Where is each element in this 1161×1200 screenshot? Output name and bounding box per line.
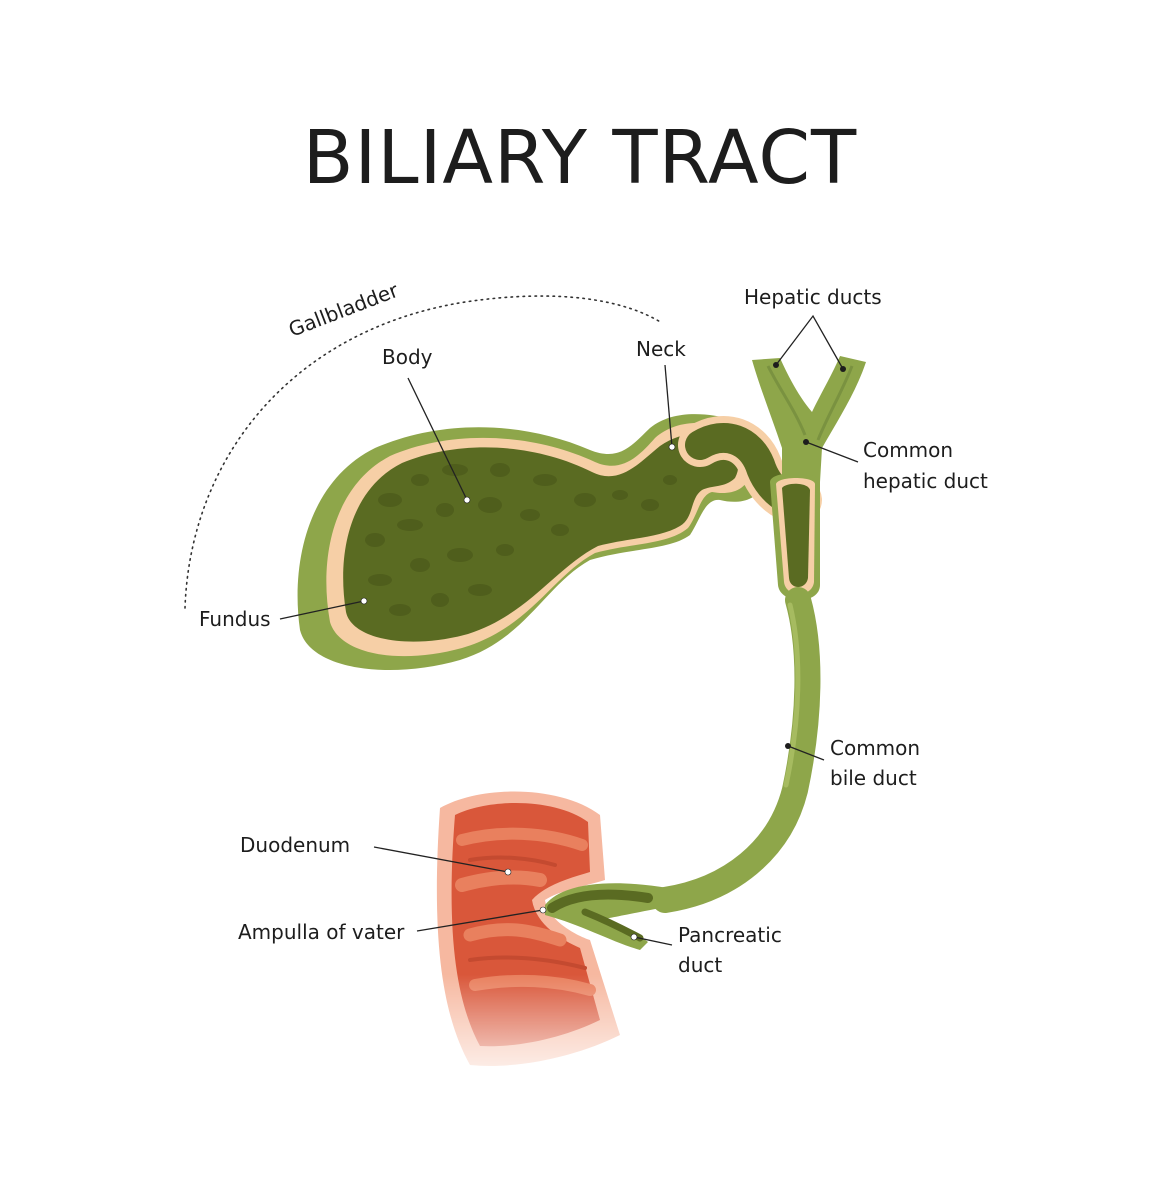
fundus-label: Fundus xyxy=(199,607,271,631)
pancreatic-duct-dot xyxy=(630,933,638,941)
duodenum xyxy=(436,791,620,1066)
pancreatic-duct-leader xyxy=(633,936,673,946)
left-hepatic-duct-dot xyxy=(773,362,779,368)
common-bile-duct-dot xyxy=(785,743,791,749)
leader-lines xyxy=(279,314,859,946)
common-hepatic-duct-label-line2: hepatic duct xyxy=(863,469,988,493)
neck-dot xyxy=(668,443,676,451)
common-hepatic-duct-label-line1: Common xyxy=(863,438,953,462)
neck-leader xyxy=(664,364,673,448)
gallbladder-bile xyxy=(343,433,739,642)
pancreatic-duct-label-line1: Pancreatic xyxy=(678,923,782,947)
body-dot xyxy=(463,496,471,504)
neck-label: Neck xyxy=(636,337,686,361)
duodenum-dot xyxy=(504,868,512,876)
body-label: Body xyxy=(382,345,433,369)
ampulla-label: Ampulla of vater xyxy=(238,920,405,944)
common-bile-duct-label-line1: Common xyxy=(830,736,920,760)
body-leader xyxy=(407,377,468,501)
pancreatic-duct-label-line2: duct xyxy=(678,953,722,977)
page-title: BILIARY TRACT xyxy=(303,115,858,201)
common-bile-duct-leader xyxy=(787,745,825,761)
gallbladder-label: Gallbladder xyxy=(285,278,402,342)
fundus-leader xyxy=(279,600,365,620)
common-hepatic-duct-leader xyxy=(805,441,859,463)
hepatic-ducts-leader xyxy=(775,314,844,370)
bile-texture xyxy=(365,463,677,616)
gallbladder xyxy=(297,414,767,670)
ampulla-dot xyxy=(539,906,547,914)
hepatic-ducts xyxy=(752,356,866,482)
common-bile-duct-label-line2: bile duct xyxy=(830,766,917,790)
hepatic-ducts-label: Hepatic ducts xyxy=(744,285,882,309)
gallbladder-arc xyxy=(184,295,663,609)
duodenum-label: Duodenum xyxy=(240,833,350,857)
common-hepatic-duct-dot xyxy=(803,439,809,445)
right-hepatic-duct-dot xyxy=(840,366,846,372)
common-bile-duct xyxy=(652,587,821,913)
ampulla-leader xyxy=(416,909,544,932)
duct-junction xyxy=(770,473,820,600)
duodenum-leader xyxy=(373,846,509,873)
fundus-dot xyxy=(360,597,368,605)
